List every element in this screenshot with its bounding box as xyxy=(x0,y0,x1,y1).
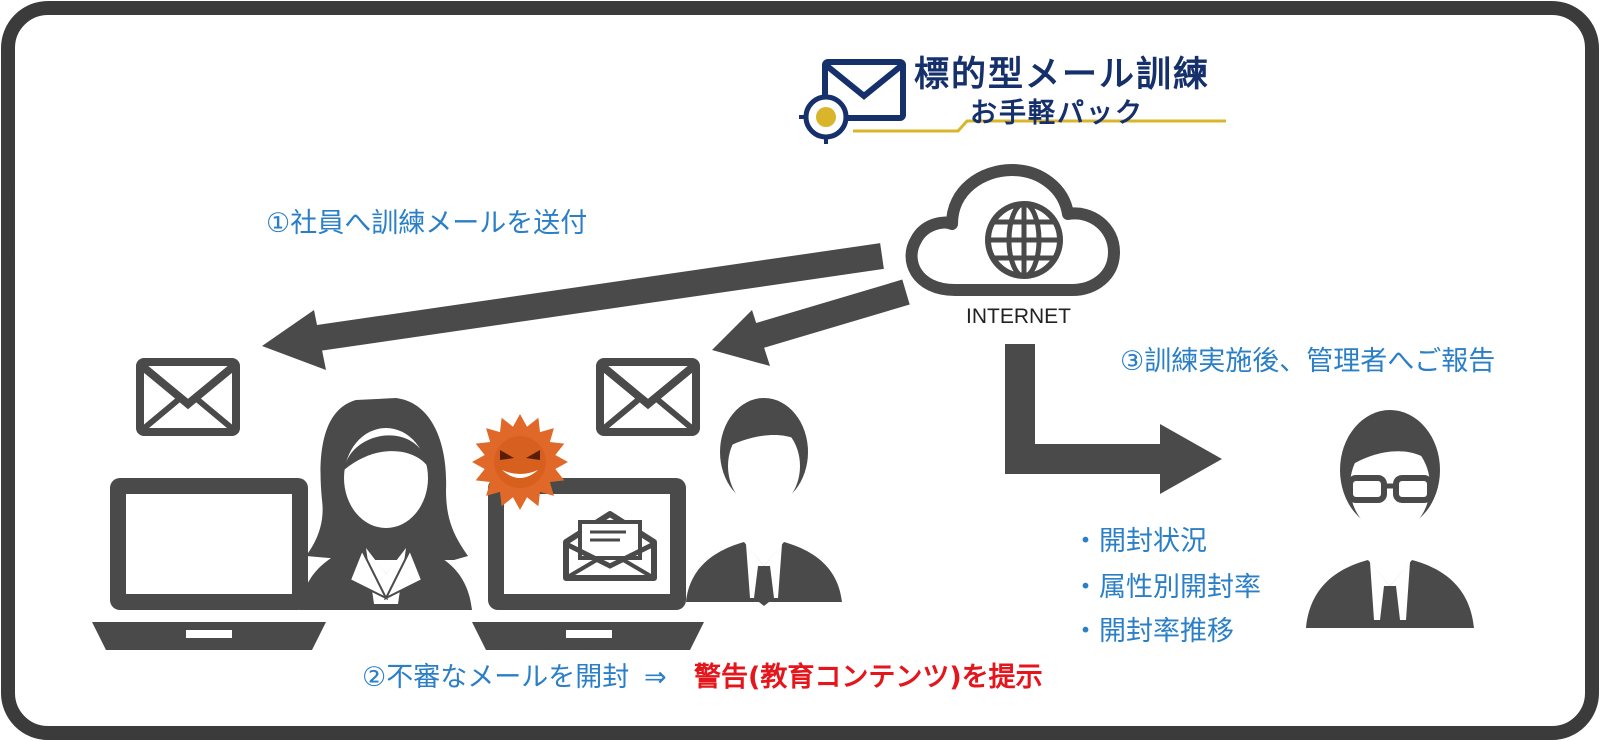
malware-icon xyxy=(472,414,568,510)
logo-subtitle: お手軽パック xyxy=(970,98,1144,129)
female-employee-icon xyxy=(300,398,472,610)
mail-icon xyxy=(596,358,700,436)
administrator-icon xyxy=(1306,410,1474,628)
logo-mark-icon xyxy=(799,59,906,144)
arrow-to-employee-1 xyxy=(262,243,884,370)
report-item: ・開封率推移 xyxy=(1072,616,1234,647)
arrow-to-employee-2 xyxy=(712,279,910,366)
internet-label: INTERNET xyxy=(966,305,1071,328)
report-item: ・属性別開封率 xyxy=(1072,572,1261,603)
male-employee-icon xyxy=(686,398,842,606)
logo-title: 標的型メール訓練 xyxy=(914,55,1211,95)
step-open-label: ②不審なメールを開封 xyxy=(362,662,630,693)
open-mail-icon xyxy=(563,511,657,581)
step-send-label: ①社員へ訓練メールを送付 xyxy=(266,208,588,239)
step-report-label: ③訓練実施後、管理者へご報告 xyxy=(1120,346,1496,377)
mail-icon xyxy=(136,358,240,436)
laptop-icon xyxy=(92,478,326,650)
report-item: ・開封状況 xyxy=(1072,526,1207,557)
cloud-globe-icon xyxy=(905,164,1120,296)
step-open-arrow: ⇒ xyxy=(644,662,667,693)
arrow-to-admin xyxy=(1005,344,1222,494)
logo-underline xyxy=(853,119,1226,133)
warning-label: 警告(教育コンテンツ)を提示 xyxy=(694,662,1043,693)
